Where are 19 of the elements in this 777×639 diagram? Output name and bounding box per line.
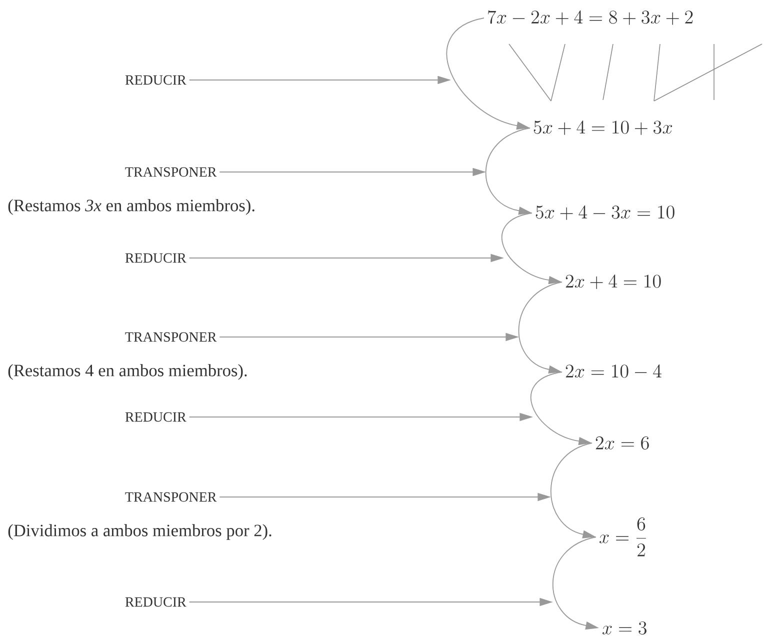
step-label: REDUCIR xyxy=(125,253,186,263)
step-label: TRANSPONER xyxy=(125,332,217,342)
arrow xyxy=(518,282,562,374)
note-text: (Dividimos a ambos miembros por 2). xyxy=(8,524,272,540)
step-label: TRANSPONER xyxy=(125,167,217,177)
note-text: (Restamos 3x en ambos miembros). xyxy=(8,199,254,215)
equation: $2x = 6$ xyxy=(596,436,649,450)
equation: $5x + 4 - 3x = 10$ xyxy=(536,205,674,220)
equation: $x = \frac{6}{2}$ xyxy=(599,517,646,556)
equation: $5x + 4 = 10 + 3x$ xyxy=(534,120,672,135)
step-label: REDUCIR xyxy=(125,597,186,607)
step-label: TRANSPONER xyxy=(125,492,217,502)
note-text: (Restamos 4 en ambos miembros). xyxy=(8,364,247,380)
equation: $2x = 10 - 4$ xyxy=(566,364,662,378)
equation: $7x - 2x + 4 = 8 + 3x + 2$ xyxy=(488,10,693,25)
step-label: REDUCIR xyxy=(125,75,186,85)
equation: $2x + 4 = 10$ xyxy=(566,274,661,289)
step-label: REDUCIR xyxy=(125,412,186,422)
equation: $x = 3$ xyxy=(602,621,646,635)
